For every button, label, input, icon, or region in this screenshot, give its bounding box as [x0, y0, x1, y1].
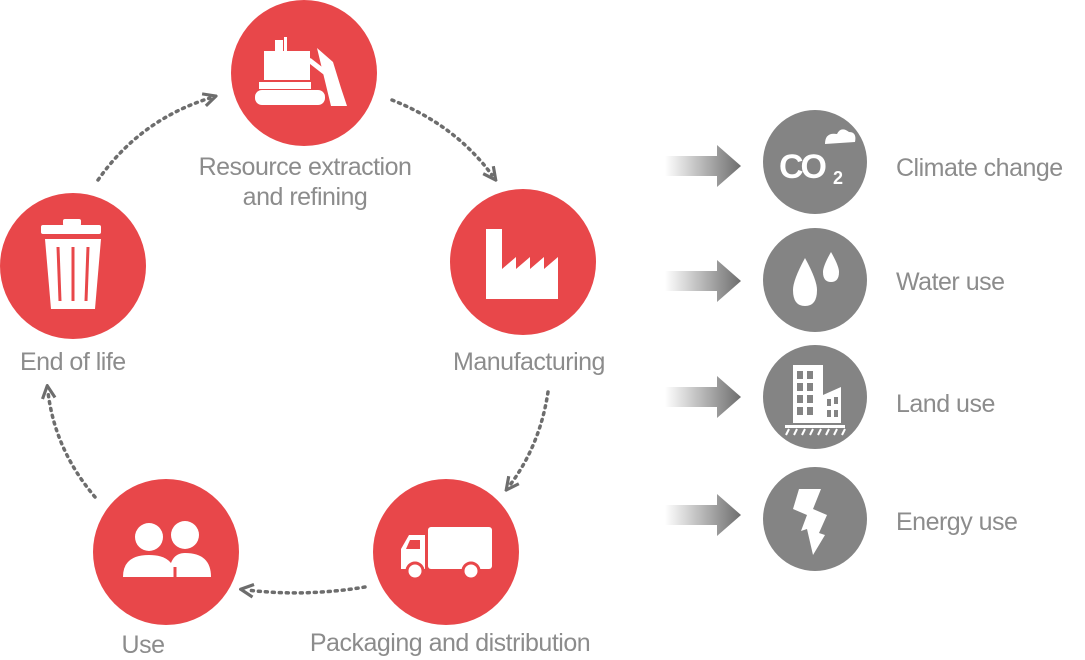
climate-change-label: Climate change [896, 154, 1063, 182]
resource-label-line1: Resource extraction [198, 153, 412, 181]
arrow-use-to-endoflife [48, 392, 97, 499]
packaging-distribution-node [373, 479, 519, 625]
packaging-distribution-label: Packaging and distribution [309, 629, 591, 657]
end-of-life-node [0, 193, 146, 339]
use-label: Use [121, 631, 165, 659]
energy-use-node [763, 467, 867, 571]
arrow-resource-to-manufacturing [390, 98, 492, 175]
land-use-label: Land use [896, 390, 995, 418]
buildings-icon [785, 365, 846, 436]
climate-change-node: CO 2 [763, 110, 867, 214]
resource-label-line2: and refining [242, 183, 368, 211]
resource-extraction-label: Resource extraction and refining [180, 152, 430, 212]
bulldozer-icon [255, 37, 347, 106]
factory-icon [486, 229, 558, 299]
svg-text:CO: CO [779, 148, 827, 186]
use-node [93, 479, 239, 625]
lightning-icon [793, 489, 827, 555]
land-use-node [763, 345, 867, 449]
impact-arrow-climate [665, 143, 745, 189]
water-drops-icon [793, 252, 839, 306]
resource-extraction-node [231, 0, 377, 146]
people-icon [123, 521, 211, 577]
truck-icon [401, 527, 492, 581]
impact-arrow-land [665, 374, 745, 420]
arrow-endoflife-to-resource [96, 98, 210, 182]
co2-cloud-icon: CO 2 [779, 129, 856, 188]
end-of-life-label: End of life [20, 348, 126, 376]
trash-can-icon [41, 219, 101, 309]
water-use-label: Water use [896, 268, 1005, 296]
arrow-manufacturing-to-packaging [510, 390, 550, 485]
impact-arrow-energy [665, 492, 745, 538]
energy-use-label: Energy use [896, 508, 1018, 536]
svg-text:2: 2 [833, 168, 843, 188]
impact-arrow-water [665, 258, 745, 304]
arrow-packaging-to-use [247, 587, 367, 593]
manufacturing-label: Manufacturing [453, 348, 605, 376]
water-use-node [763, 228, 867, 332]
manufacturing-node [450, 189, 596, 335]
